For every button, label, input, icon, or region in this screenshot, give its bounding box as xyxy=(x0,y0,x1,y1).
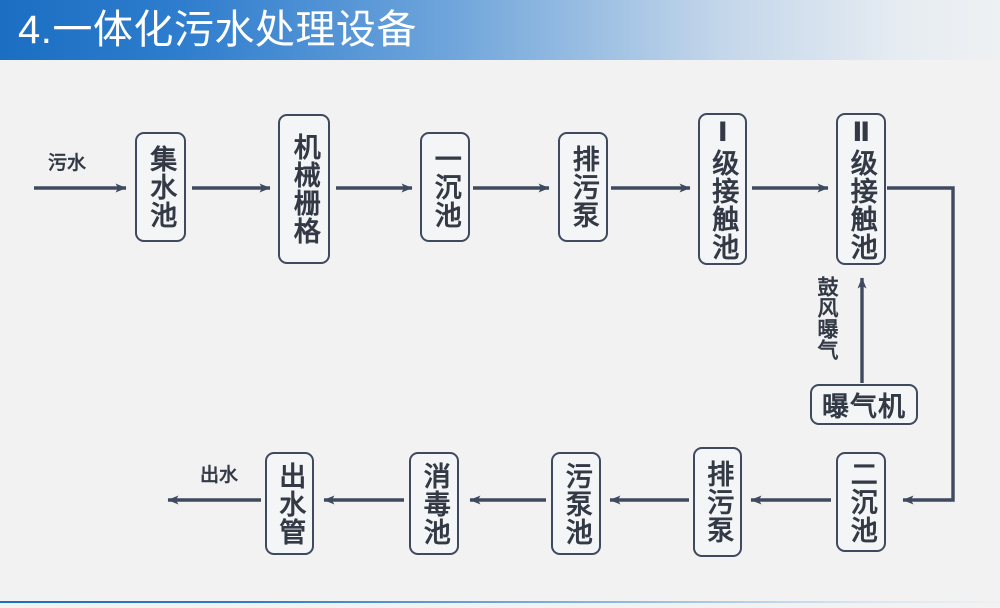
node-collection-tank[interactable]: 集水池 xyxy=(135,132,186,242)
node-primary-settling[interactable]: 一沉池 xyxy=(420,132,470,242)
node-secondary-settling[interactable]: 二沉池 xyxy=(836,452,886,552)
node-sewage-pump-top[interactable]: 排污泵 xyxy=(558,132,608,242)
title-bar: 4.一体化污水处理设备 xyxy=(0,0,1000,60)
node-outlet-pipe[interactable]: 出水管 xyxy=(265,452,314,555)
page-title: 4.一体化污水处理设备 xyxy=(18,8,417,52)
aeration-label: 鼓风曝气 xyxy=(815,276,838,360)
inlet-label: 污水 xyxy=(48,153,87,174)
node-aerator[interactable]: 曝气机 xyxy=(810,384,918,425)
outlet-label: 出水 xyxy=(200,465,239,486)
node-mechanical-grille[interactable]: 机械栅格 xyxy=(278,114,330,264)
node-sludge-pump-tank[interactable]: 污泵池 xyxy=(551,452,601,555)
node-contact-tank-1[interactable]: Ⅰ级接触池 xyxy=(698,113,747,265)
node-disinfection-tank[interactable]: 消毒池 xyxy=(409,452,459,555)
node-sewage-pump-bottom[interactable]: 排污泵 xyxy=(693,447,742,557)
edge-contact2-to-settling2 xyxy=(887,186,955,505)
node-contact-tank-2[interactable]: Ⅱ级接触池 xyxy=(836,113,886,265)
bottom-accent-rule xyxy=(0,601,1000,603)
